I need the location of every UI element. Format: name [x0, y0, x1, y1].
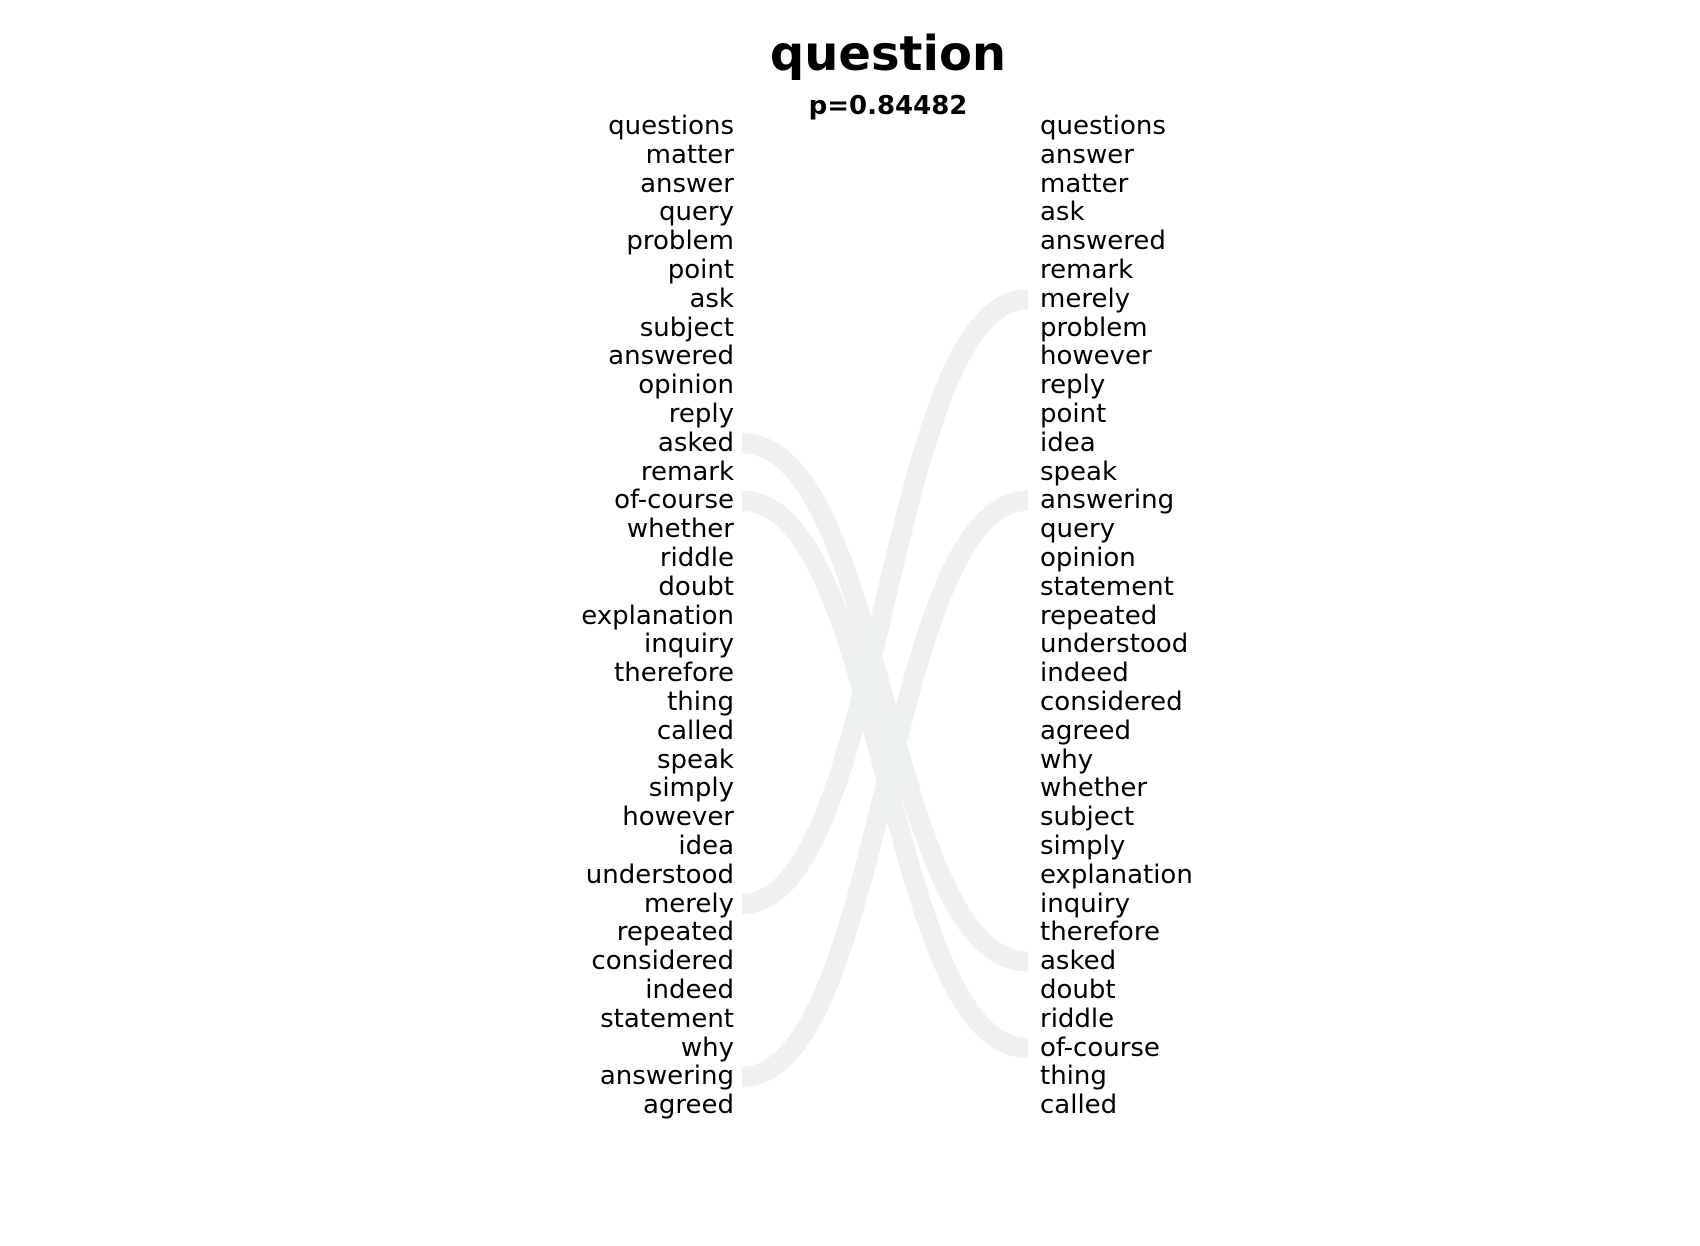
right-word-inquiry: inquiry [1040, 888, 1130, 919]
left-word-statement: statement [600, 1003, 734, 1034]
right-word-understood: understood [1040, 629, 1189, 660]
left-word-point: point [667, 254, 734, 285]
left-word-doubt: doubt [658, 571, 734, 602]
right-link-merely [740, 289, 1030, 914]
right-word-simply: simply [1040, 830, 1126, 861]
right-word-merely: merely [1040, 283, 1131, 314]
right-word-whether: whether [1040, 773, 1148, 804]
right-word-query: query [1040, 514, 1116, 545]
right-word-ask: ask [1040, 197, 1085, 228]
left-word-explanation: explanation [581, 600, 734, 631]
left-word-matter: matter [645, 139, 734, 170]
right-link-of-course [741, 490, 1029, 1058]
right-word-point: point [1040, 398, 1107, 429]
left-word-whether: whether [626, 514, 734, 545]
right-word-explanation: explanation [1040, 859, 1193, 890]
right-word-reply: reply [1040, 370, 1106, 401]
left-word-asked: asked [657, 427, 734, 458]
left-word-answer: answer [640, 168, 734, 199]
right-word-considered: considered [1040, 686, 1183, 717]
right-word-agreed: agreed [1040, 715, 1132, 746]
right-word-opinion: opinion [1040, 542, 1136, 573]
left-word-repeated: repeated [616, 917, 734, 948]
left-word-understood: understood [585, 859, 734, 890]
right-word-of-course: of-course [1040, 1032, 1160, 1063]
right-word-riddle: riddle [1040, 1003, 1115, 1034]
right-word-questions: questions [1040, 111, 1166, 141]
right-word-repeated: repeated [1040, 600, 1158, 631]
left-word-idea: idea [678, 830, 734, 861]
right-link-asked [741, 433, 1029, 972]
left-word-therefore: therefore [614, 658, 734, 689]
left-word-opinion: opinion [638, 370, 734, 401]
right-word-thing: thing [1040, 1061, 1107, 1092]
left-word-of-course: of-course [614, 485, 734, 516]
right-word-subject: subject [1040, 802, 1135, 833]
right-word-answered: answered [1040, 226, 1166, 257]
right-word-speak: speak [1040, 456, 1118, 487]
left-word-however: however [622, 802, 734, 833]
right-word-answering: answering [1040, 485, 1175, 516]
right-word-idea: idea [1040, 427, 1096, 458]
left-word-simply: simply [648, 773, 734, 804]
right-word-called: called [1040, 1090, 1118, 1121]
left-word-answering: answering [599, 1061, 734, 1092]
p-value-subtitle: p=0.84482 [808, 91, 968, 121]
right-word-asked: asked [1040, 946, 1117, 977]
left-word-subject: subject [639, 312, 734, 343]
right-word-doubt: doubt [1040, 974, 1116, 1005]
left-word-answered: answered [608, 341, 734, 372]
left-word-thing: thing [667, 686, 734, 717]
left-word-merely: merely [643, 888, 734, 919]
left-word-agreed: agreed [642, 1090, 734, 1121]
left-word-riddle: riddle [659, 542, 734, 573]
right-word-problem: problem [1040, 312, 1148, 343]
chart-title: question [769, 26, 1007, 82]
right-word-matter: matter [1040, 168, 1129, 199]
left-word-speak: speak [656, 744, 734, 775]
right-word-why: why [1040, 744, 1094, 775]
left-word-query: query [658, 197, 734, 228]
right-word-therefore: therefore [1040, 917, 1160, 948]
left-word-considered: considered [591, 946, 734, 977]
left-word-inquiry: inquiry [644, 629, 734, 660]
left-word-remark: remark [640, 456, 734, 487]
right-word-answer: answer [1040, 139, 1134, 170]
left-word-problem: problem [626, 226, 734, 257]
right-word-remark: remark [1040, 254, 1134, 285]
right-word-however: however [1040, 341, 1152, 372]
right-word-statement: statement [1040, 571, 1174, 602]
left-word-why: why [680, 1032, 734, 1063]
left-word-questions: questions [608, 111, 734, 141]
left-word-ask: ask [689, 283, 734, 314]
left-word-called: called [656, 715, 734, 746]
left-word-reply: reply [668, 398, 734, 429]
right-word-indeed: indeed [1040, 658, 1129, 689]
left-word-indeed: indeed [645, 974, 734, 1005]
